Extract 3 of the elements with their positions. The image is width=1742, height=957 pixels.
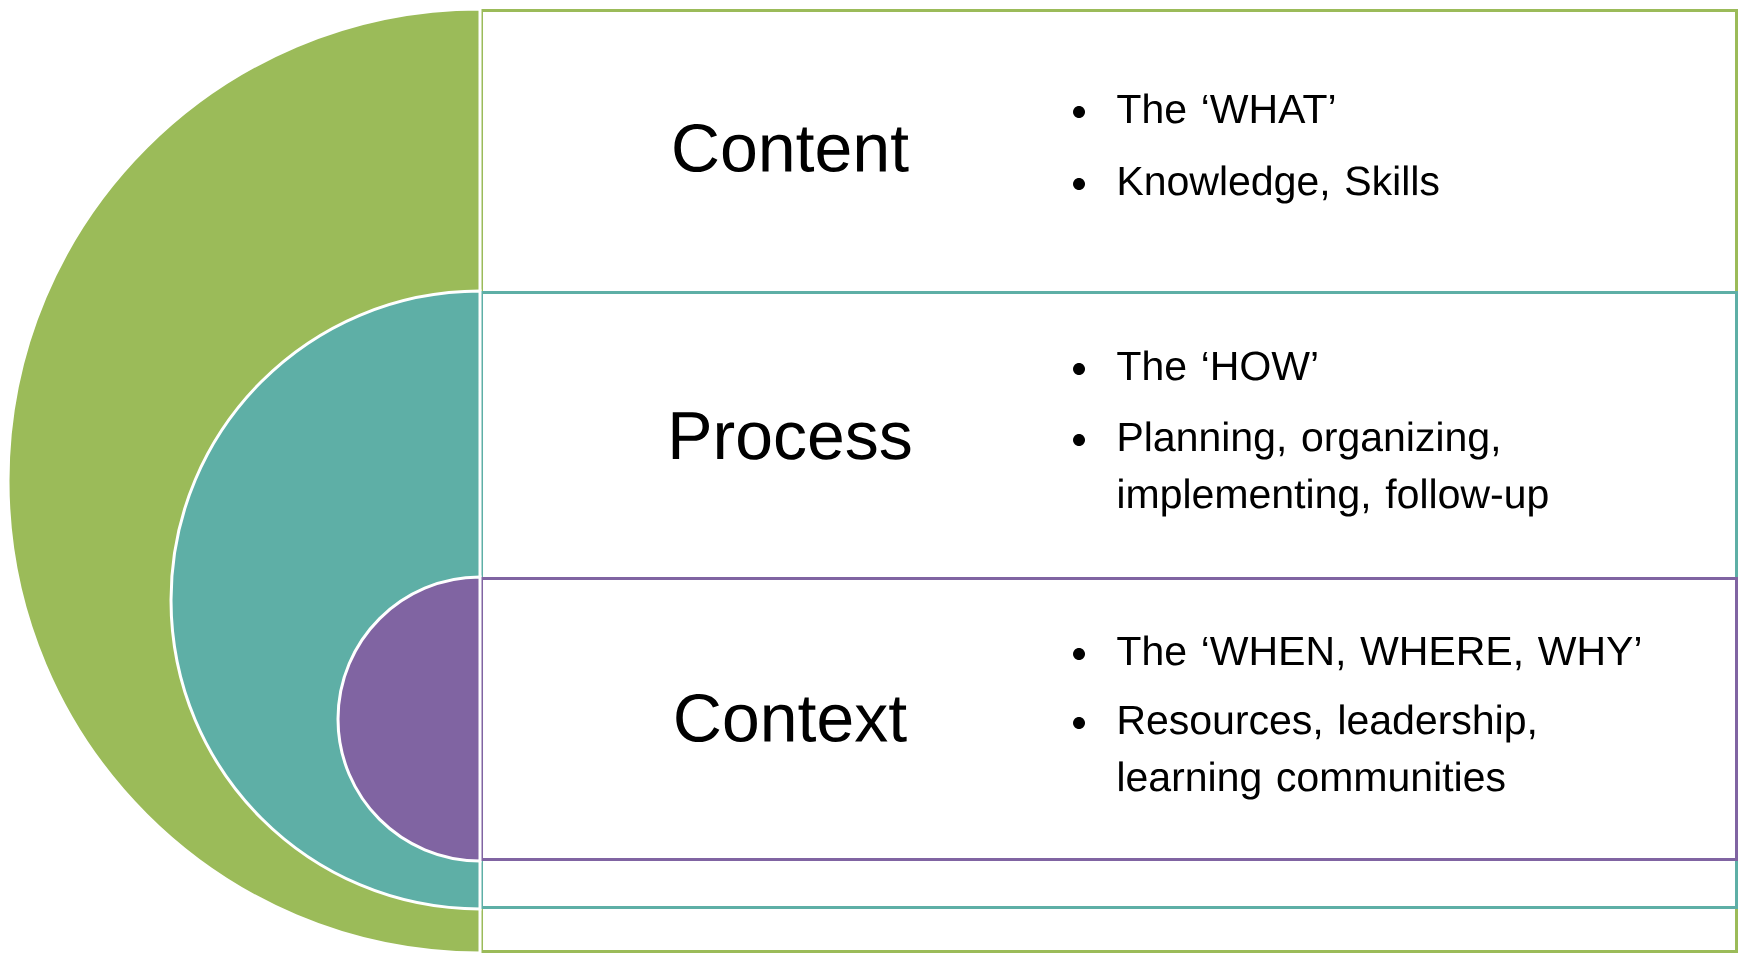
bullet-text: Knowledge, Skills <box>1073 165 1439 204</box>
bullet-text: The ‘WHAT’ <box>1073 93 1335 124</box>
heading: Content <box>674 123 909 173</box>
